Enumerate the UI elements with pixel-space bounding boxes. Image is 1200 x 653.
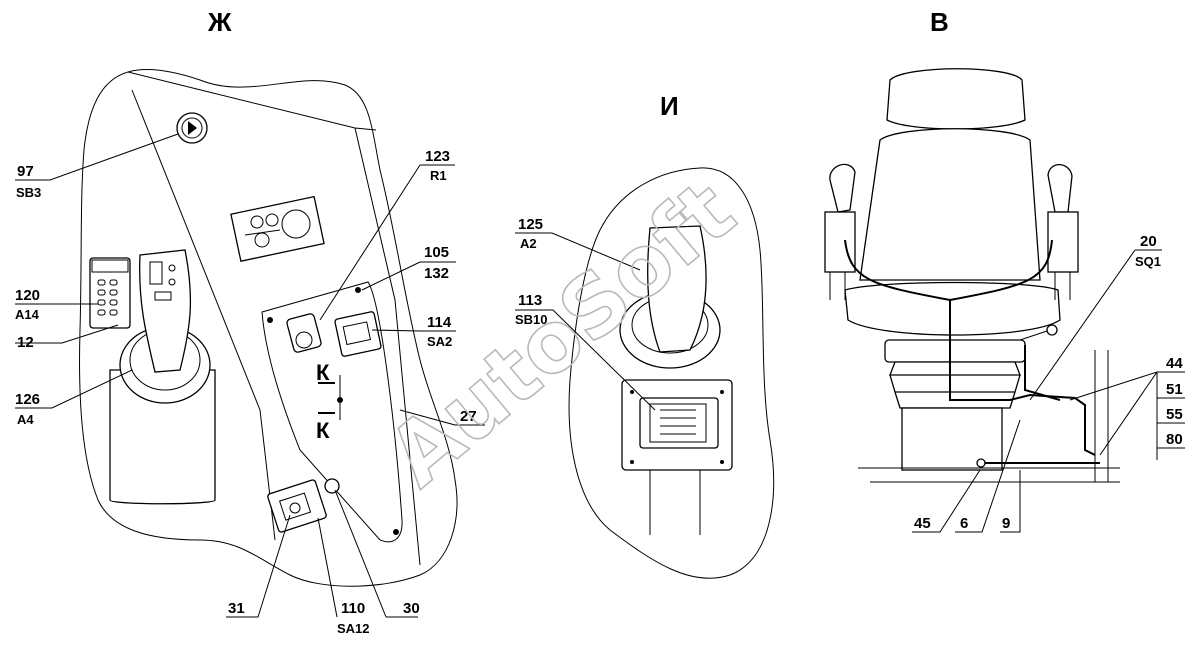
plate-hole-2: [355, 287, 361, 293]
callout-123-num: 123: [425, 148, 450, 165]
callout-20-num: 20: [1140, 233, 1157, 250]
switch-sa12: [267, 479, 327, 533]
mounting-plate: [261, 281, 403, 543]
seat-cushion: [844, 281, 1061, 336]
ground-point: [976, 458, 986, 468]
keypad-a14: [89, 257, 131, 329]
view-letter-i: И: [660, 91, 679, 121]
callout-125-sub: A2: [520, 236, 537, 251]
view-i: И: [515, 91, 775, 579]
callout-51-num: 51: [1166, 381, 1183, 398]
callout-126-sub: A4: [17, 412, 34, 427]
callout-12-num: 12: [17, 334, 34, 351]
callout-9-num: 9: [1002, 515, 1010, 532]
switch-sa2: [334, 311, 382, 357]
left-armrest-joystick: [824, 163, 856, 300]
button-sb3-icon: [176, 112, 208, 144]
seat-bellows: [889, 361, 1021, 409]
callout-120-num: 120: [15, 287, 40, 304]
seat-headrest: [886, 68, 1026, 130]
callout-110-num: 110: [341, 600, 365, 617]
callout-126-num: 126: [15, 391, 40, 408]
right-armrest-joystick: [1047, 163, 1079, 300]
leaders-i: [515, 232, 656, 411]
view-i-outline: [568, 167, 775, 579]
callout-105-num: 105: [424, 244, 449, 261]
callout-97-sub: SB3: [16, 185, 41, 200]
callout-55-num: 55: [1166, 406, 1183, 423]
callout-27-num: 27: [460, 408, 477, 425]
section-k-k: К К: [316, 360, 341, 443]
callout-31-num: 31: [228, 600, 245, 617]
indicator-lamp: [324, 478, 340, 494]
callout-132-num: 132: [424, 265, 449, 282]
cab-floor: [858, 467, 1120, 483]
resistor-panel-r1: [230, 195, 325, 262]
lever-knob: [1046, 324, 1058, 336]
view-v: В: [824, 7, 1185, 533]
lever-rod: [1019, 329, 1051, 341]
joystick-a2: [619, 225, 733, 535]
joystick-a4: [109, 249, 216, 505]
view-zh: Ж: [15, 7, 485, 618]
callout-45-num: 45: [914, 515, 931, 532]
view-zh-outline: [79, 69, 458, 587]
callout-123-sub: R1: [430, 168, 447, 183]
callout-20-sub: SQ1: [1135, 254, 1161, 269]
rotary-knob: [286, 313, 322, 353]
console-panel-edge: [354, 127, 421, 566]
plate-hole-4: [393, 529, 399, 535]
callout-113-sub: SB10: [515, 312, 548, 327]
callout-97-num: 97: [17, 163, 34, 180]
seat-pedestal: [901, 407, 1003, 471]
callout-114-num: 114: [427, 314, 452, 331]
sensor-sq1-cable: [1024, 345, 1061, 401]
view-letter-v: В: [930, 7, 949, 37]
callout-6-num: 6: [960, 515, 968, 532]
callout-125-num: 125: [518, 216, 543, 233]
callout-30-num: 30: [403, 600, 420, 617]
callout-labels: 97 SB3 120 A14 12 126 A4 123 R1 105 132 …: [15, 148, 1183, 636]
cab-wall: [1094, 350, 1109, 482]
callout-114-sub: SA2: [427, 334, 452, 349]
wiring-harness: [844, 239, 1096, 456]
leaders-zh: [15, 133, 485, 618]
plate-hole-1: [267, 317, 273, 323]
callout-120-sub: A14: [15, 307, 40, 322]
callout-113-num: 113: [518, 292, 542, 309]
view-letter-zh: Ж: [207, 7, 232, 37]
callout-80-num: 80: [1166, 431, 1183, 448]
seat-backrest: [859, 128, 1041, 281]
callout-44-num: 44: [1166, 355, 1183, 372]
seat-suspension-top: [884, 339, 1026, 363]
callout-110-sub: SA12: [337, 621, 370, 636]
section-mark-bottom: К: [316, 418, 330, 443]
section-mark-top: К: [316, 360, 330, 385]
leaders-v: [912, 249, 1185, 533]
